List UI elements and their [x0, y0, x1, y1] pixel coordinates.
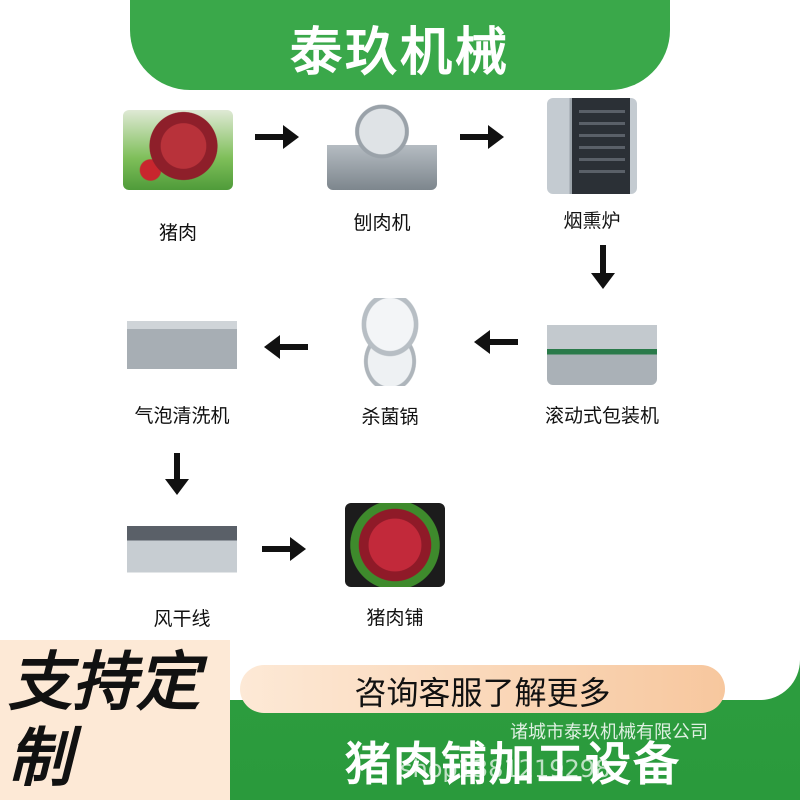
step-dryer: 风干线 — [112, 510, 252, 631]
smoker-image — [547, 98, 637, 194]
arrow-right-icon — [460, 125, 504, 149]
step-label: 刨肉机 — [353, 212, 411, 234]
arrow-left-icon — [474, 330, 518, 354]
step-label: 气泡清洗机 — [134, 405, 230, 427]
consult-text: 咨询客服了解更多 — [354, 674, 611, 712]
step-label: 猪肉 — [158, 222, 197, 244]
arrow-right-icon — [262, 537, 306, 561]
step-washer: 气泡清洗机 — [112, 305, 252, 428]
step-jerky: 猪肉铺 — [325, 503, 465, 630]
brand-title: 泰玖机械 — [289, 22, 510, 83]
step-label: 杀菌锅 — [361, 406, 419, 428]
packer-image — [547, 305, 657, 385]
pork-image — [123, 110, 233, 190]
arrow-down-icon — [591, 245, 615, 289]
washer-image — [127, 305, 237, 385]
product-subtitle: 猪肉铺加工设备 — [345, 737, 681, 791]
arrow-left-icon — [264, 335, 308, 359]
company-watermark: 诸城市泰玖机械有限公司 — [510, 722, 708, 743]
contact-watermark: shop1381219298 — [400, 755, 611, 783]
step-pork: 猪肉 — [108, 110, 248, 245]
step-label: 滚动式包装机 — [544, 405, 659, 427]
jerky-image — [345, 503, 445, 587]
step-label: 风干线 — [153, 608, 211, 630]
support-text: 支持定制 — [8, 645, 200, 796]
arrow-down-icon — [165, 453, 189, 495]
arrow-right-icon — [255, 125, 299, 149]
title-tab — [130, 0, 670, 90]
consult-pill[interactable] — [240, 665, 725, 713]
dryer-image — [127, 510, 237, 590]
step-packer: 滚动式包装机 — [532, 305, 672, 428]
sterilizer-image — [335, 298, 445, 386]
step-label: 烟熏炉 — [563, 210, 621, 232]
support-panel — [0, 640, 230, 800]
step-sterilizer: 杀菌锅 — [320, 298, 460, 429]
slicer-image — [327, 100, 437, 190]
step-label: 猪肉铺 — [366, 607, 424, 629]
step-smoker: 烟熏炉 — [522, 98, 662, 233]
step-slicer: 刨肉机 — [312, 100, 452, 235]
